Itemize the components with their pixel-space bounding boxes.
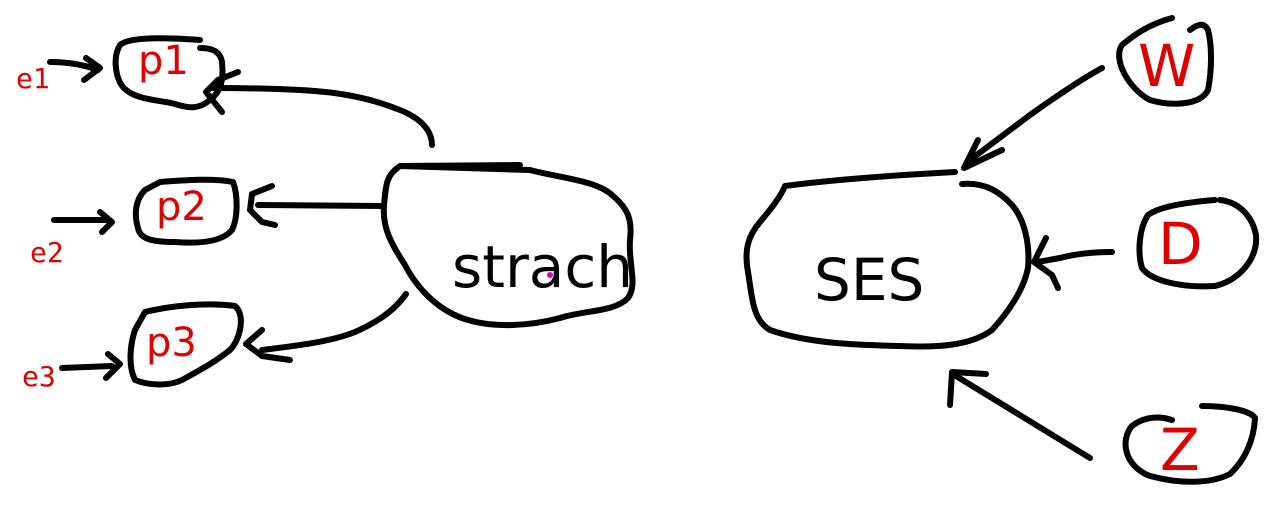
arrowhead-ses-w [961, 137, 1005, 171]
p1-label: p1 [138, 38, 189, 84]
arrow-d-to-ses [1032, 249, 1115, 265]
p2-label: p2 [156, 184, 207, 230]
arrowhead-e1 [81, 55, 103, 83]
arrow-e3-to-p3 [59, 363, 115, 371]
strach-node-outline [380, 162, 636, 329]
arrowhead-ses-d [1031, 235, 1061, 291]
p3-label: p3 [146, 320, 197, 366]
arrowhead-p3 [243, 327, 293, 363]
d-node-outline [1136, 197, 1260, 290]
e3-label: e3 [22, 360, 56, 393]
d-label: D [1158, 210, 1203, 278]
p3-node-outline [127, 301, 244, 388]
arrowhead-e2 [97, 209, 115, 235]
w-node-outline [1116, 15, 1214, 107]
e1-label: e1 [16, 62, 50, 95]
strach-label: strach [452, 233, 633, 301]
arrowhead-p2 [247, 183, 278, 228]
p1-node-outline [112, 35, 226, 111]
ses-label: SES [814, 246, 924, 314]
e2-label: e2 [30, 236, 64, 269]
z-node-outline [1122, 403, 1258, 485]
arrow-e1-to-p1 [47, 59, 101, 73]
arrow-w-to-ses [967, 65, 1105, 163]
w-label: W [1138, 32, 1195, 100]
arrow-strach-to-p3 [259, 291, 409, 353]
arrow-z-to-ses [953, 373, 1093, 461]
z-label: Z [1160, 416, 1200, 484]
arrowhead-p1 [203, 69, 241, 115]
arrow-strach-to-p1 [207, 85, 435, 148]
arrow-strach-to-p2 [255, 202, 385, 209]
arrowhead-e3 [103, 351, 123, 381]
marker-dot [547, 272, 553, 278]
ses-node-outline [743, 169, 1032, 350]
arrowhead-ses-z [947, 369, 989, 408]
p2-node-outline [132, 176, 240, 246]
